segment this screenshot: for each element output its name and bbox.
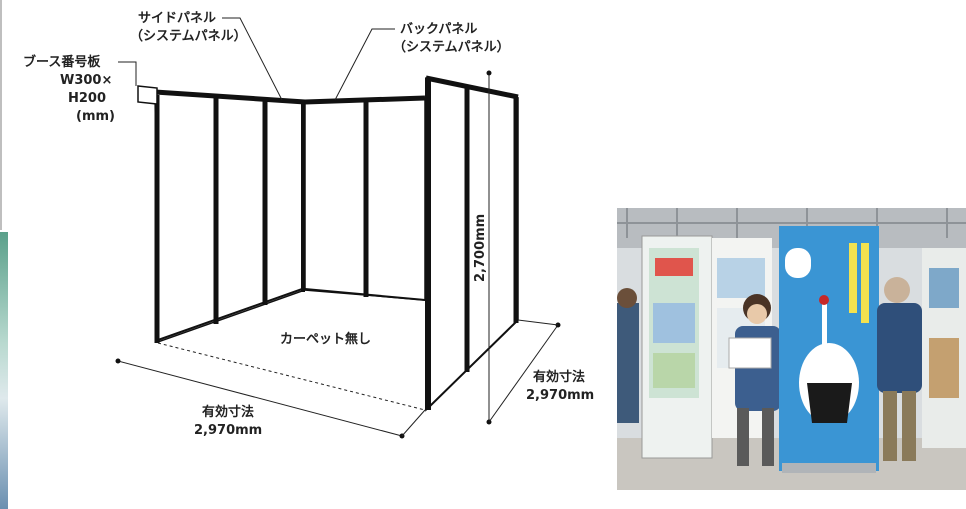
booth-photo-illustration — [617, 208, 966, 490]
booth-plate-width: W300× — [60, 73, 112, 88]
front-width-value: 2,970mm — [194, 423, 262, 438]
side-width-label: 有効寸法 — [533, 369, 585, 385]
leader-lines — [118, 17, 395, 101]
booth-plate-unit: (mm) — [76, 109, 115, 124]
front-width-dimension — [115, 358, 426, 439]
height-dimension: 2,700mm — [473, 70, 492, 425]
back-panel-sublabel: （システムパネル） — [393, 39, 510, 55]
booth-plate-height: H200 — [68, 91, 106, 106]
side-panel-label: サイドパネル — [138, 11, 216, 26]
left-page-edge — [0, 0, 2, 230]
booth-diagram: 2,700mm サイドパネル （システムパネル） バックパネル （システムパネル… — [23, 11, 594, 439]
side-width-dimension — [488, 319, 561, 423]
left-photo-fragment — [0, 232, 8, 509]
back-panel — [304, 95, 426, 301]
back-panel-label: バックパネル — [400, 22, 477, 37]
side-width-value: 2,970mm — [526, 388, 594, 403]
floor-note: カーペット無し — [280, 331, 371, 347]
booth-number-plate — [137, 85, 158, 105]
side-panel-sublabel: （システムパネル） — [130, 28, 247, 44]
right-panel — [425, 75, 519, 412]
height-dim-label: 2,700mm — [473, 214, 488, 282]
booth-photo — [617, 208, 966, 490]
booth-plate-label: ブース番号板 — [23, 54, 101, 70]
front-width-label: 有効寸法 — [202, 404, 254, 420]
